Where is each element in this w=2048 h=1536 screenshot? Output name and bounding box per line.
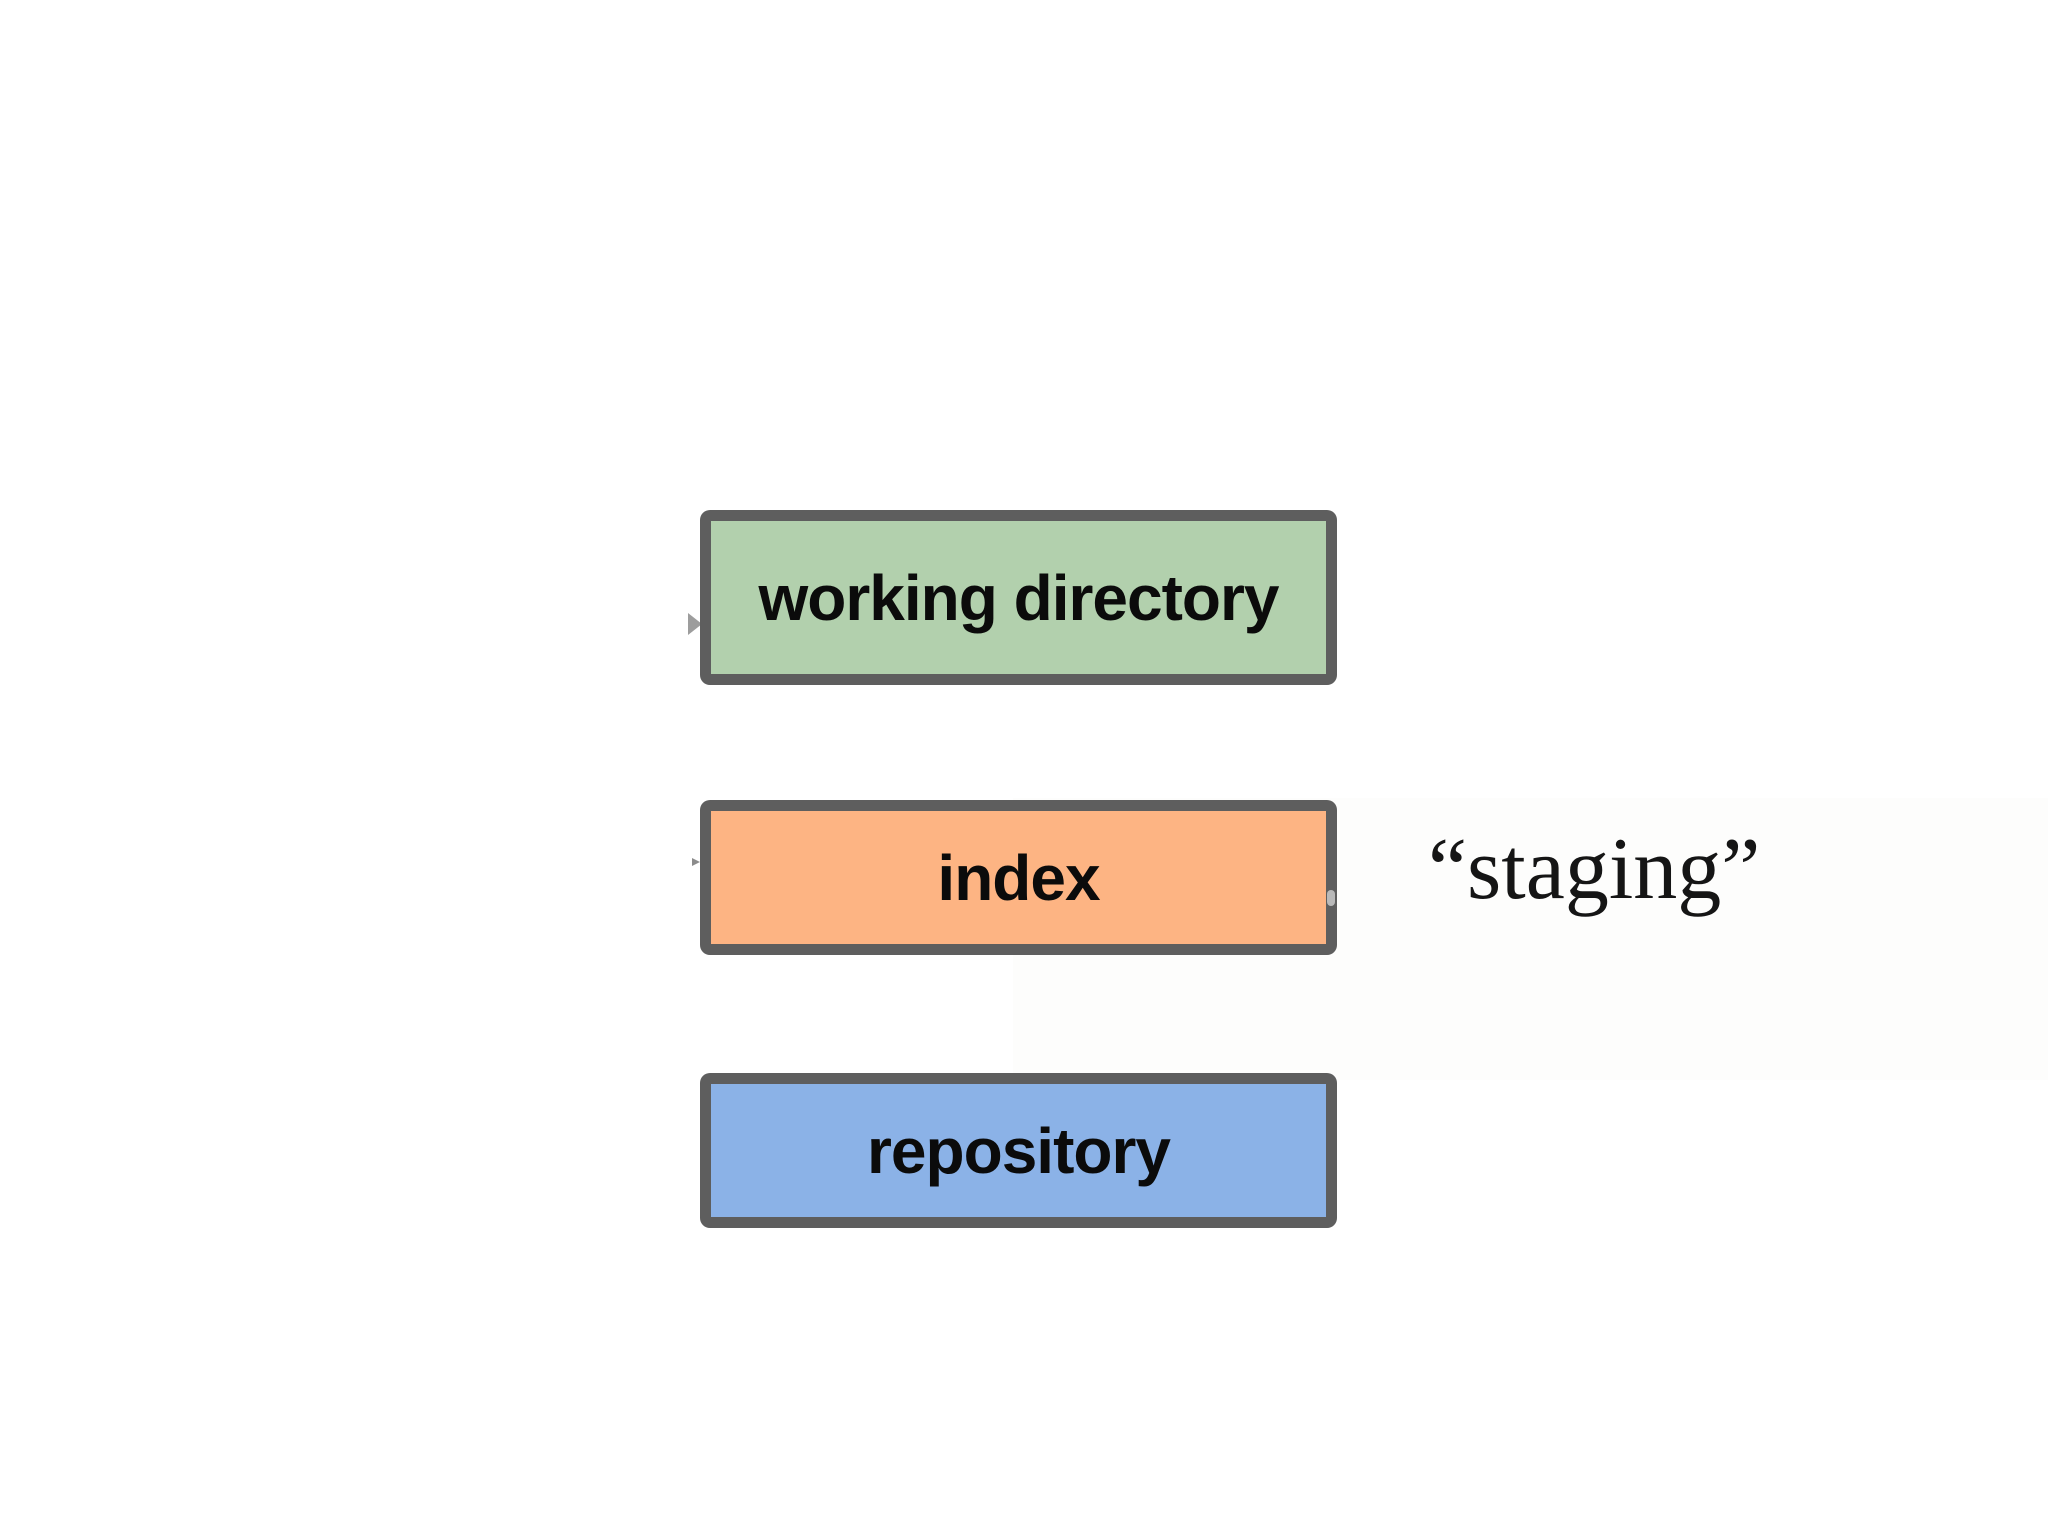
index-label: index — [937, 841, 1100, 914]
index-box: index — [700, 800, 1337, 955]
repository-label: repository — [867, 1114, 1171, 1187]
arrow-remnant-icon — [688, 613, 702, 635]
working-directory-box: working directory — [700, 510, 1337, 685]
working-directory-label: working directory — [758, 561, 1280, 634]
staging-annotation: “staging” — [1428, 821, 1761, 918]
arrow-remnant-icon — [692, 858, 700, 866]
border-notch-artifact — [1327, 890, 1335, 906]
repository-box: repository — [700, 1073, 1337, 1228]
